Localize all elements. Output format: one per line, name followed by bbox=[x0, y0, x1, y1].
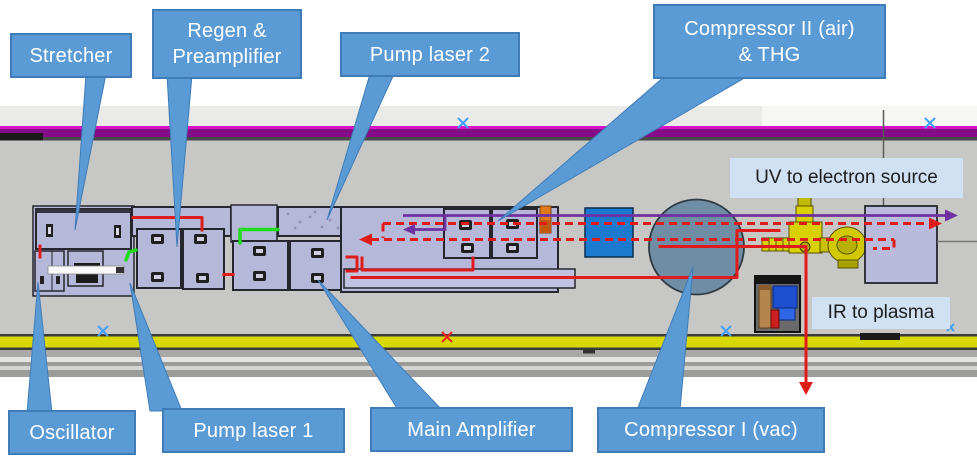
pump1-beam bbox=[124, 248, 138, 262]
latch-slot bbox=[116, 228, 119, 235]
alignment-marker-x bbox=[457, 117, 469, 129]
pump2-beam bbox=[238, 227, 280, 245]
upper-wall-band bbox=[0, 106, 977, 127]
uv-arrowhead-right bbox=[945, 209, 958, 222]
note-uv-to-electron-source: UV to electron source bbox=[730, 158, 963, 198]
callout-main-amplifier: Main Amplifier bbox=[370, 407, 573, 452]
magenta-stripe-highlight bbox=[0, 126, 977, 129]
latch bbox=[56, 276, 60, 284]
top-mid-enclosure bbox=[230, 204, 278, 243]
latch-slot bbox=[48, 227, 51, 234]
callout-compressor-i-vac: Compressor I (vac) bbox=[597, 407, 825, 453]
floor-edge-top bbox=[0, 334, 977, 337]
alignment-marker-x-red bbox=[441, 331, 453, 343]
pump-laser-2-enclosure bbox=[277, 206, 348, 237]
pump-tank bbox=[758, 287, 772, 329]
purple-uv-beam bbox=[403, 214, 947, 231]
callout-pump-laser-2: Pump laser 2 bbox=[340, 32, 520, 77]
stretcher-top-edge bbox=[36, 209, 131, 213]
lower-band-2 bbox=[0, 357, 977, 362]
upper-wall-band-right bbox=[762, 106, 977, 127]
laser-head-tip bbox=[116, 267, 124, 273]
uv-arrowhead-left bbox=[403, 224, 415, 235]
ir-dashed-arrowhead-left bbox=[359, 233, 372, 246]
enclosure-latches bbox=[151, 219, 519, 283]
floor-edge-bottom bbox=[0, 347, 977, 350]
ir-to-plasma-arrowhead bbox=[799, 382, 813, 395]
alignment-marker-x bbox=[97, 325, 109, 337]
wall-edge-line bbox=[0, 137, 977, 141]
alignment-markers bbox=[97, 117, 955, 343]
laser-head-bar bbox=[47, 265, 125, 275]
turbo-pump-base bbox=[837, 259, 859, 269]
callout-stretcher: Stretcher bbox=[10, 33, 132, 78]
backing-pump-unit bbox=[754, 275, 801, 333]
red-solid-beams bbox=[38, 216, 808, 385]
yellow-strip-dark-chunk bbox=[860, 333, 900, 340]
note-ir-to-plasma: IR to plasma bbox=[812, 297, 950, 329]
exit-window-box bbox=[864, 205, 938, 284]
yellow-floor-strip bbox=[0, 336, 977, 348]
callout-regen-preamplifier: Regen & Preamplifier bbox=[152, 9, 302, 79]
orange-component-lower bbox=[540, 220, 551, 233]
pump-motor bbox=[772, 285, 798, 309]
pump-bottle bbox=[770, 309, 780, 329]
callout-pump-laser-1: Pump laser 1 bbox=[162, 408, 345, 453]
pump-laser-2-speckles bbox=[286, 210, 340, 230]
laser-head bbox=[47, 265, 125, 275]
floor-mark bbox=[583, 350, 595, 354]
green-pump-beams bbox=[124, 227, 280, 262]
lower-band-1 bbox=[0, 350, 977, 357]
magenta-stripe bbox=[0, 129, 977, 137]
red-dashed-beams bbox=[371, 222, 931, 250]
callout-tails bbox=[26, 73, 750, 414]
alignment-marker-x bbox=[924, 117, 936, 129]
oscillator-stretcher-cluster bbox=[32, 205, 155, 297]
lower-band-4 bbox=[0, 366, 977, 370]
callout-oscillator: Oscillator bbox=[8, 410, 136, 455]
wall-dark-chunk bbox=[0, 133, 43, 142]
latch bbox=[40, 276, 44, 284]
callout-compressor-ii-thg: Compressor II (air) & THG bbox=[653, 4, 886, 79]
alignment-marker-x bbox=[720, 325, 732, 337]
main-amplifier-enclosures bbox=[232, 240, 348, 291]
regen-preamp-enclosures bbox=[136, 228, 225, 290]
controller-panel bbox=[76, 274, 98, 283]
ir-dashed-arrowhead-right bbox=[929, 217, 942, 230]
